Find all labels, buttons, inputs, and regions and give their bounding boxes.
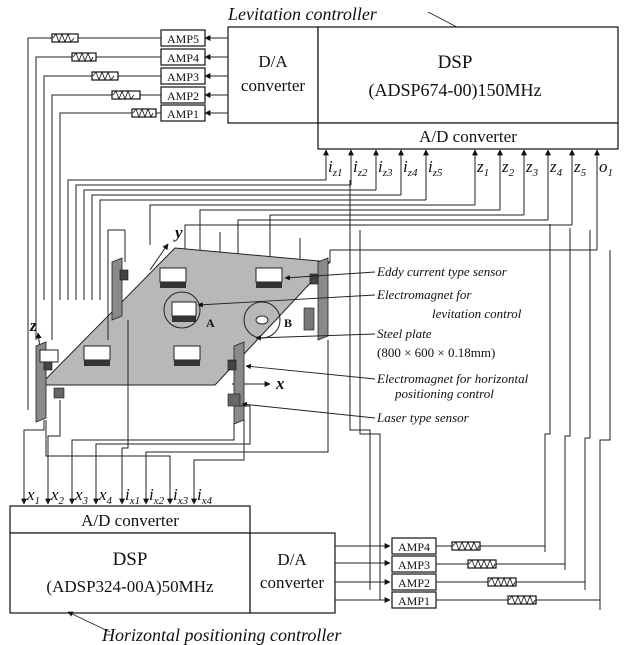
input-label-iz5: iz5 [428,157,443,179]
levitation-amp-stack: AMP5 AMP4 AMP3 AMP2 AMP1 [161,30,205,121]
levitation-controller-title: Levitation controller [227,4,378,24]
annotation-eddy-sensor: Eddy current type sensor [376,264,508,279]
input-label-z4: z4 [549,157,563,179]
horizontal-ad-label: A/D converter [81,511,179,530]
horizontal-dsp-model: (ADSP324-00A)50MHz [46,577,214,596]
amp-label: AMP1 [398,594,430,608]
input-label-iz1: iz1 [328,157,343,179]
amp-label: AMP4 [167,51,199,65]
amp-label: AMP3 [167,70,199,84]
annotation-em-levitation-2: levitation control [432,306,522,321]
input-label-o1: o1 [599,157,613,179]
levitation-da-label: D/A [258,52,288,71]
amp-label: AMP1 [167,107,199,121]
annotation-steel-plate-2: (800 × 600 × 0.18mm) [377,345,495,360]
amp-label: AMP3 [398,558,430,572]
amp-label: AMP4 [398,540,430,554]
horizontal-input-labels: x1 x2 x3 x4 ix1 ix2 ix3 ix4 [26,485,213,507]
levitation-ad-label: A/D converter [419,127,517,146]
levitation-dsp-model: (ADSP674-00)150MHz [369,80,542,101]
input-label-ix1: ix1 [125,485,140,507]
annotation-em-levitation-1: Electromagnet for [376,287,472,302]
levitation-input-labels: iz1 iz2 iz3 iz4 iz5 z1 z2 z3 z4 z5 o1 [328,157,613,179]
input-label-iz4: iz4 [403,157,418,179]
levitation-dsp-label: DSP [438,52,473,73]
horizontal-amp-stack: AMP4 AMP3 AMP2 AMP1 [392,538,436,608]
horizontal-da-amp-links [335,546,390,600]
annotation-pointer [242,404,375,418]
annotation-pointer [246,366,375,379]
input-label-z3: z3 [525,157,539,179]
input-label-z5: z5 [573,157,587,179]
input-label-z2: z2 [501,157,515,179]
amp-label: AMP2 [167,89,199,103]
levitation-dsp [318,27,618,123]
annotation-pointer [256,334,375,338]
region-a-label: A [206,316,215,330]
region-b-label: B [284,316,292,330]
y-axis-label: y [173,223,183,242]
horizontal-da-label: D/A [277,550,307,569]
eddy-sensor-icon [256,316,268,324]
plant: z y x [29,223,330,424]
input-label-x2: x2 [50,485,65,507]
amp-label: AMP2 [398,576,430,590]
input-label-x1: x1 [26,485,40,507]
da-amp-links [205,38,228,113]
input-label-iz3: iz3 [378,157,393,179]
input-label-z1: z1 [476,157,489,179]
input-label-ix4: ix4 [197,485,213,507]
input-label-ix2: ix2 [149,485,165,507]
horizontal-dsp-label: DSP [113,549,148,570]
levitation-da-converter [228,27,318,123]
horizontal-controller-title: Horizontal positioning controller [101,625,342,645]
input-label-iz2: iz2 [353,157,368,179]
annotation-em-horizontal-1: Electromagnet for horizontal [376,371,529,386]
input-label-ix3: ix3 [173,485,189,507]
levitation-da-label-2: converter [241,76,306,95]
input-label-x4: x4 [98,485,113,507]
annotation-em-horizontal-2: positioning control [394,386,494,401]
input-label-x3: x3 [74,485,89,507]
amp-label: AMP5 [167,32,199,46]
horizontal-da-label-2: converter [260,573,325,592]
horizontal-dsp [10,533,250,613]
annotation-laser-sensor: Laser type sensor [376,410,470,425]
horizontal-resistors [452,542,536,604]
annotation-steel-plate-1: Steel plate [377,326,432,341]
x-axis-label: x [275,374,285,393]
